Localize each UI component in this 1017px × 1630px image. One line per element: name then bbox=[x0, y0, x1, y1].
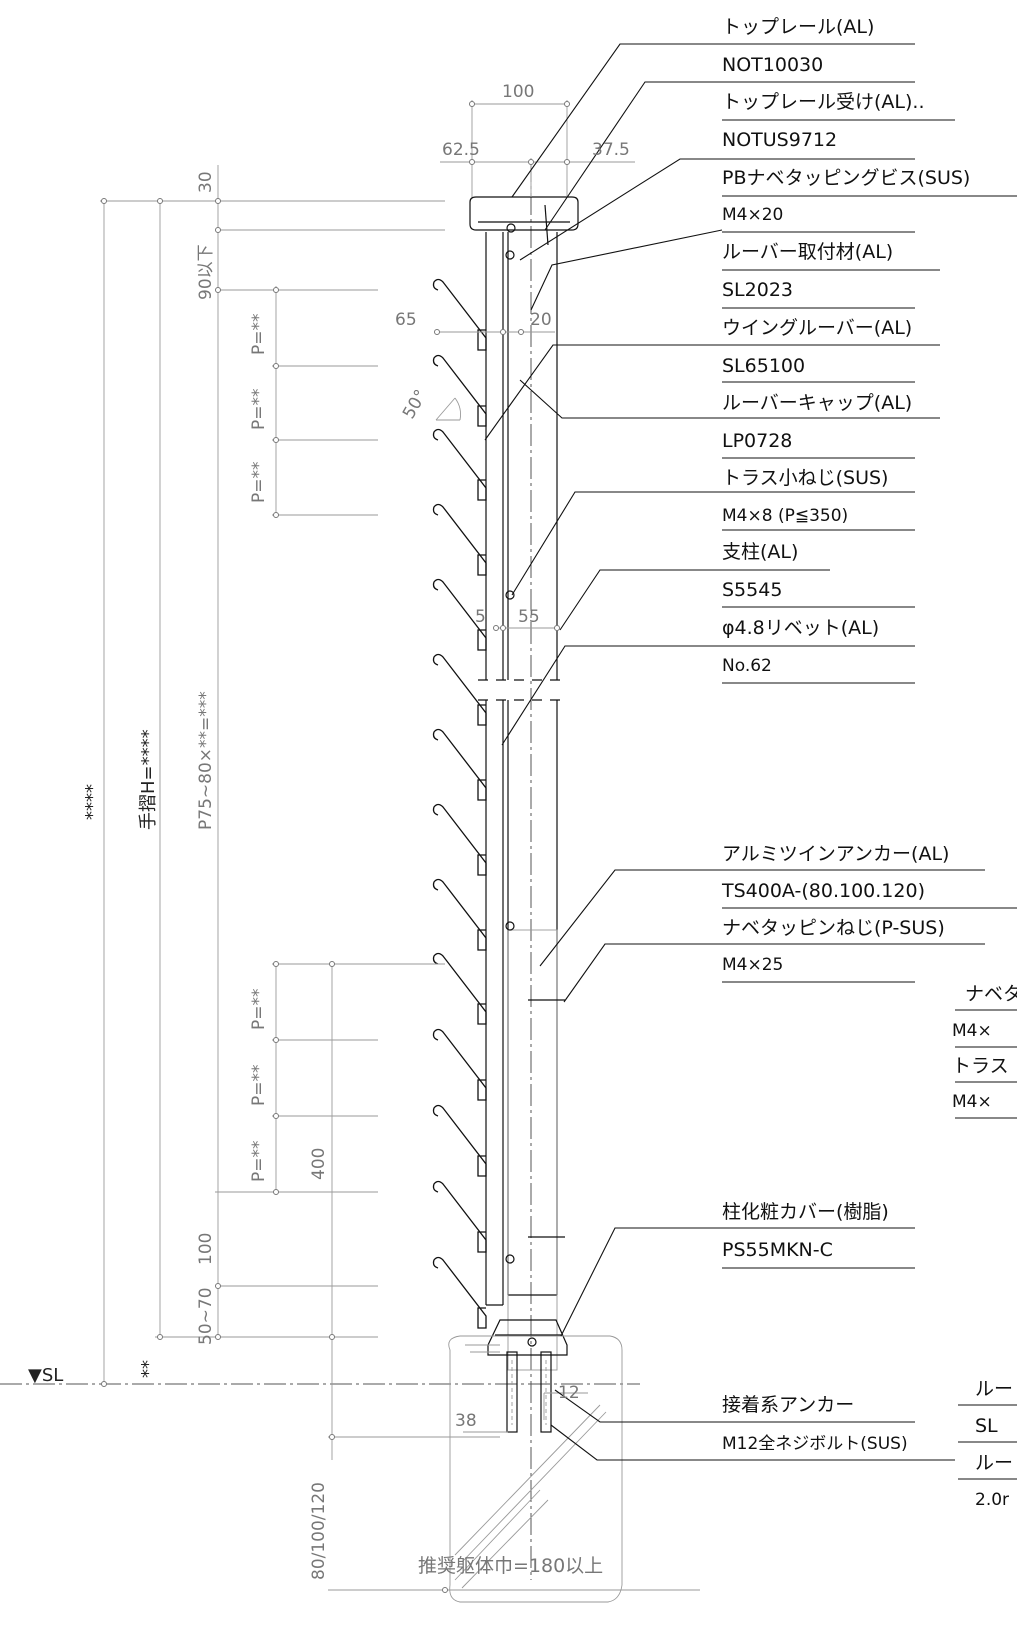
callout-name-5: ルーバーキャップ(AL) bbox=[722, 392, 912, 414]
sl-level-label: ▼SL bbox=[28, 1365, 63, 1386]
dim-pitch-1: P=** bbox=[249, 314, 269, 356]
clipped-right-2: トラス bbox=[952, 1055, 1009, 1077]
callout-cover-name: 柱化粧カバー(樹脂) bbox=[722, 1201, 889, 1223]
callout-lower-code-0: TS400A-(80.100.120) bbox=[721, 880, 925, 902]
dim-width-total: 100 bbox=[502, 82, 534, 102]
body-width-label: 推奨躯体巾=180以上 bbox=[418, 1555, 603, 1577]
dim-post-5: 5 bbox=[475, 607, 486, 627]
dim-under-90: 90以下 bbox=[196, 244, 216, 300]
dimension-labels: 100 62.5 37.5 65 20 5 55 12 38 ▼SL 推奨躯体巾… bbox=[28, 82, 630, 1580]
vertical-dimension-lines bbox=[100, 100, 700, 1593]
louver-blade bbox=[432, 1104, 487, 1177]
louver-blade bbox=[432, 728, 487, 801]
dim-bottom-100: 100 bbox=[196, 1233, 216, 1265]
louver-blade bbox=[432, 803, 487, 876]
louver-blade bbox=[432, 503, 487, 576]
dim-louver-65: 65 bbox=[395, 310, 417, 330]
dim-embed-38: 38 bbox=[455, 1411, 477, 1431]
callout-list: トップレール(AL) NOT10030 トップレール受け(AL).. NOTUS… bbox=[721, 16, 1017, 1510]
leader-lines bbox=[484, 43, 723, 1461]
callout-name-0: トップレール(AL) bbox=[722, 16, 874, 38]
callout-lower-name-1: ナベタッピンねじ(P-SUS) bbox=[722, 917, 945, 939]
callout-code-4: SL65100 bbox=[722, 355, 805, 377]
louver-blade bbox=[432, 578, 487, 651]
callout-code-3: SL2023 bbox=[722, 279, 793, 301]
concrete-body bbox=[448, 1335, 623, 1603]
dim-post-55: 55 bbox=[518, 607, 540, 627]
angle-indicator bbox=[435, 397, 461, 421]
callout-name-2: PBナベタッピングビス(SUS) bbox=[722, 167, 970, 189]
louver-blade bbox=[432, 1028, 487, 1101]
dim-bottom-50-70: 50~70 bbox=[196, 1287, 216, 1345]
dim-pitch-3: P=** bbox=[249, 462, 269, 504]
dim-angle: 50° bbox=[399, 386, 431, 422]
louver-blade bbox=[432, 1256, 487, 1329]
dim-top-30: 30 bbox=[196, 171, 216, 193]
callout-name-6: トラス小ねじ(SUS) bbox=[722, 467, 888, 489]
callout-code-8: No.62 bbox=[722, 656, 772, 676]
dim-width-right: 37.5 bbox=[592, 140, 630, 160]
louver-blade bbox=[432, 354, 487, 427]
clipped-right-3: M4× bbox=[952, 1092, 992, 1112]
callout-name-7: 支柱(AL) bbox=[722, 541, 798, 563]
callout-code-6: M4×8 (P≦350) bbox=[722, 506, 848, 526]
dim-embed-12: 12 bbox=[558, 1383, 580, 1403]
callout-cover-code: PS55MKN-C bbox=[722, 1239, 833, 1261]
dim-pitch-formula: P75~80×**=*** bbox=[196, 691, 216, 830]
callout-code-5: LP0728 bbox=[722, 430, 792, 452]
callout-lower-code-1: M4×25 bbox=[722, 955, 783, 975]
dim-spacing-400: 400 bbox=[309, 1148, 329, 1180]
dim-pitch-5: P=** bbox=[249, 1065, 269, 1107]
louver-blade bbox=[432, 278, 487, 351]
louver-blade bbox=[432, 428, 487, 501]
dim-pitch-4: P=** bbox=[249, 989, 269, 1031]
clipped-right-bottom-3: 2.0r bbox=[975, 1490, 1009, 1510]
callout-name-4: ウイングルーバー(AL) bbox=[722, 317, 912, 339]
callout-code-1: NOTUS9712 bbox=[722, 129, 837, 151]
clipped-right-bottom-2: ルー bbox=[975, 1452, 1013, 1474]
louver-blade bbox=[432, 952, 487, 1025]
support-post bbox=[478, 232, 565, 1306]
clipped-right-1: M4× bbox=[952, 1021, 992, 1041]
dim-pitch-2: P=** bbox=[249, 389, 269, 431]
callout-code-7: S5545 bbox=[722, 579, 782, 601]
twin-anchor bbox=[507, 929, 565, 1371]
clipped-right-bottom-0: ルー bbox=[975, 1378, 1013, 1400]
dim-depth: 80/100/120 bbox=[309, 1482, 329, 1580]
callout-code-0: NOT10030 bbox=[722, 54, 823, 76]
dim-louver-20: 20 bbox=[530, 310, 552, 330]
callout-code-2: M4×20 bbox=[722, 205, 783, 225]
callout-name-1: トップレール受け(AL).. bbox=[722, 91, 925, 113]
column-cover-shape bbox=[487, 1319, 568, 1356]
louver-blade bbox=[432, 1180, 487, 1253]
dim-handrail-h: 手摺H=**** bbox=[138, 729, 159, 830]
dim-overall: **** bbox=[82, 784, 103, 820]
dim-base-star: ** bbox=[138, 1360, 159, 1378]
wing-louvers bbox=[432, 278, 487, 1329]
louver-blade bbox=[432, 653, 487, 726]
louver-blade bbox=[432, 878, 487, 951]
clipped-right-0: ナベタ bbox=[965, 983, 1017, 1005]
dim-width-left: 62.5 bbox=[442, 140, 480, 160]
dim-pitch-6: P=** bbox=[249, 1141, 269, 1183]
callout-name-8: φ4.8リベット(AL) bbox=[722, 617, 879, 639]
callout-lower-name-0: アルミツインアンカー(AL) bbox=[722, 843, 949, 865]
screw-icons bbox=[505, 223, 537, 1347]
callout-anchor-name: 接着系アンカー bbox=[722, 1394, 854, 1416]
callout-rules bbox=[722, 43, 1017, 1480]
callout-anchor-code: M12全ネジボルト(SUS) bbox=[722, 1434, 908, 1454]
clipped-right-bottom-1: SL bbox=[975, 1415, 998, 1437]
adhesive-anchor-bolts bbox=[506, 1351, 552, 1433]
callout-name-3: ルーバー取付材(AL) bbox=[722, 241, 893, 263]
